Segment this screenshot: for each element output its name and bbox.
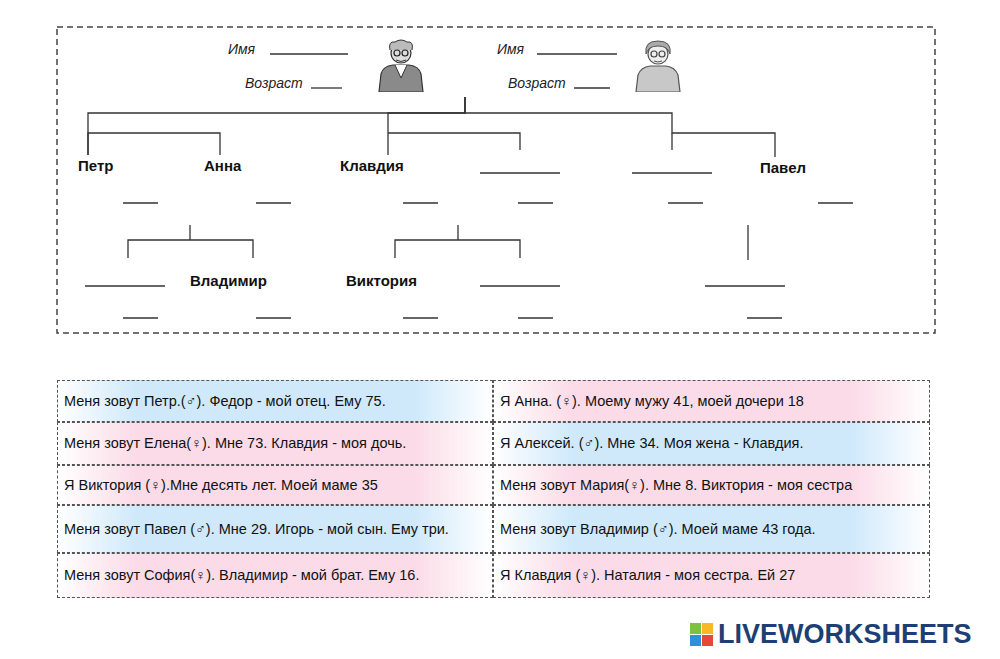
tree-line [388, 97, 465, 155]
field-label: Имя [228, 41, 255, 57]
tree-line [465, 97, 775, 157]
table-cell: Меня зовут Елена(♀). Мне 73. Клавдия - м… [57, 422, 493, 465]
table-cell: Меня зовут Петр.(♂). Федор - мой отец. Е… [57, 380, 493, 422]
grandfather-icon [375, 38, 427, 92]
name-node: Виктория [345, 270, 418, 291]
field-label: Возраст [245, 75, 303, 91]
table-cell: Я Виктория (♀).Мне десять лет. Моей маме… [57, 465, 493, 505]
table-cell: Я Анна. (♀). Моему мужу 41, моей дочери … [493, 380, 930, 422]
table-cell: Я Клавдия (♀). Наталия - моя сестра. Ей … [493, 553, 930, 598]
table-cell: Меня зовут Владимир (♂). Моей маме 43 го… [493, 505, 930, 553]
table-cell: Я Алексей. (♂). Мне 34. Моя жена - Клавд… [493, 422, 930, 465]
table-cell: Меня зовут София(♀). Владимир - мой брат… [57, 553, 493, 598]
name-node: Анна [203, 155, 242, 176]
table-cell: Меня зовут Мария(♀). Мне 8. Виктория - м… [493, 465, 930, 505]
name-node: Владимир [189, 270, 268, 291]
person-name: Владимир [189, 270, 268, 291]
person-name: Павел [759, 157, 807, 178]
person-name: Петр [77, 155, 114, 176]
person-name: Анна [203, 155, 242, 176]
field-label: Имя [497, 41, 524, 57]
grandparent-node: ИмяВозраст [225, 38, 465, 97]
tree-line [88, 133, 220, 155]
person-name: Клавдия [339, 155, 405, 176]
table-cell: Меня зовут Павел (♂). Мне 29. Игорь - мо… [57, 505, 493, 553]
tree-line [88, 97, 465, 155]
grandmother-icon [632, 38, 684, 92]
grandparent-node: ИмяВозраст [465, 38, 690, 97]
name-node: Клавдия [339, 155, 405, 176]
name-node: Павел [759, 157, 807, 178]
logo-text: LIVEWORKSHEETS [718, 619, 972, 650]
name-node: Петр [77, 155, 114, 176]
person-name: Виктория [345, 270, 418, 291]
field-label: Возраст [508, 75, 566, 91]
